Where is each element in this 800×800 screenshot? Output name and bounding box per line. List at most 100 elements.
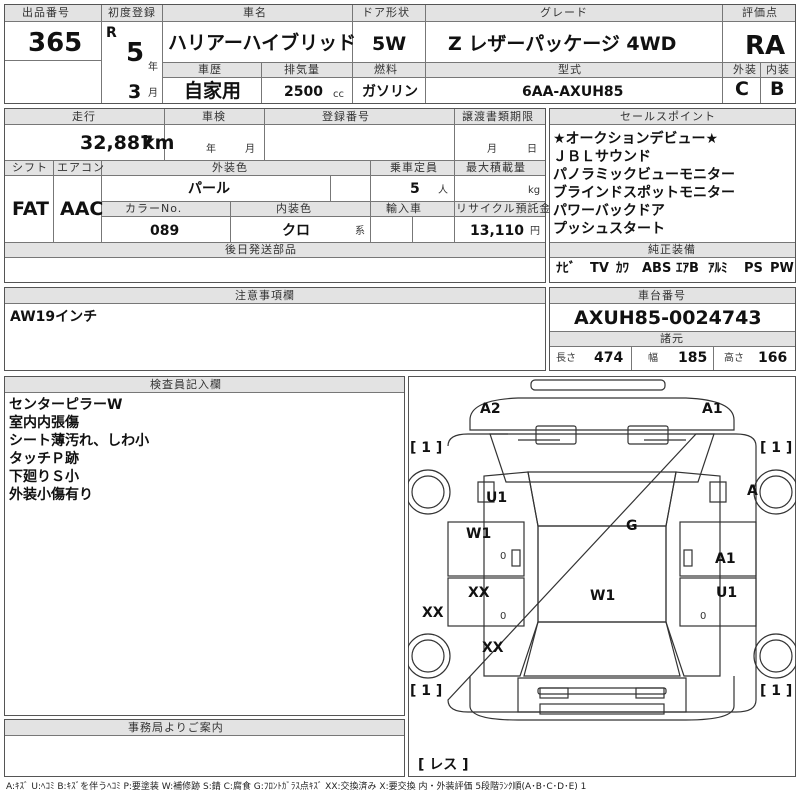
mark-a1-top: A1 [702,401,723,417]
fuel: ガソリン [362,84,418,100]
wheel-fl [408,469,451,515]
office-label: 事務局よりご案内 [128,721,224,734]
height: 166 [758,350,788,366]
equipment-item: ｴｱB [676,261,699,276]
exterior-score-label: 外装 [733,63,757,76]
history-label: 車歴 [198,63,222,76]
roof-strip [530,379,666,391]
exterior-score: C [735,78,749,100]
inspector-line: 室内内張傷 [9,415,79,431]
front-bumper [469,397,735,431]
mark-xx-low: XX [482,640,504,656]
grade-label: グレード [540,6,588,19]
mark-a-right: A [747,483,758,499]
right-front-door [679,521,757,577]
mark-xx-mid: XX [468,585,490,601]
left-front-door [447,521,525,577]
inspection-year-unit: 年 [206,144,216,155]
mileage-label: 走行 [72,110,96,123]
car-diagram [408,379,796,721]
equipment-item: PS [744,261,763,276]
interior-score: B [770,78,785,100]
car-name: ハリアーハイブリッド [168,32,357,54]
exterior-color-label: 外装色 [212,161,248,174]
first-reg-label: 初度登録 [108,6,156,19]
equipment-item: ｱﾙﾐ [708,261,728,276]
inspector-label: 検査員記入欄 [150,378,222,391]
equipment-item: TV [590,261,609,276]
shift: FAT [12,198,49,220]
max-load-unit: kg [528,185,541,196]
office-box [4,719,405,777]
first-reg-year-unit: 年 [148,62,158,73]
inspector-box [4,376,405,716]
equipment-label: 純正装備 [648,243,696,256]
notes-text: AW19インチ [10,309,98,325]
mark-xx-left: XX [422,605,444,621]
car-name-label: 車名 [243,6,267,19]
mark-les: [ レス ] [418,757,469,773]
displacement-label: 排気量 [284,63,320,76]
sales-point-item: プッシュスタート [553,221,665,237]
mark-left-rear-1: [ 1 ] [410,683,443,699]
wheel-fr [753,469,796,515]
history: 自家用 [184,80,242,102]
body-outline [447,433,757,713]
right-rear-door [679,577,757,627]
mark-zero-l1: 0 [500,551,507,562]
displacement: 2500 [284,84,323,100]
transfer-day-unit: 日 [527,144,537,155]
equipment-item: ABS [642,261,672,276]
shift-label: シフト [12,161,48,174]
first-reg-era: R [106,25,117,41]
transfer-month-unit: 月 [487,144,497,155]
fuel-label: 燃料 [374,63,398,76]
mark-w1-center: W1 [590,588,616,604]
first-reg-year: 5 [126,38,145,68]
mark-a1-right: A1 [715,551,736,567]
mark-zero-l2: 0 [500,611,507,622]
spec-block [4,108,546,283]
chassis-label: 車台番号 [638,289,686,302]
transfer-label: 譲渡書類期限 [462,110,534,123]
interior-color: クロ [282,223,310,239]
tailgate [517,677,687,713]
door-label: ドア形状 [362,6,410,19]
mark-g: G [626,518,638,534]
sales-points-box [549,108,796,283]
inspector-line: センターピラーW [9,397,123,413]
left-rear-door [447,577,525,627]
wheel-rr [753,633,796,679]
mark-w1-left: W1 [466,526,492,542]
mark-u1-right: U1 [716,585,738,601]
car-diagram-box [408,376,796,777]
rear-bumper [469,676,735,721]
header-block [4,4,796,104]
legend: A:ｷｽﾞ U:ﾍｺﾐ B:ｷｽﾞを伴うﾍｺﾐ P:要塗装 W:補修跡 S:錆 … [6,782,587,792]
inspection-month-unit: 月 [245,144,255,155]
model-label: 型式 [558,63,582,76]
capacity-label: 乗車定員 [390,161,438,174]
recycle: 13,110 [470,223,525,239]
equipment-item: ﾅﾋﾞ [556,261,576,276]
score-label: 評価点 [742,6,778,19]
wheel-rl [408,633,451,679]
overall-score: RA [745,31,786,61]
sales-point-item: ★オークションデビュー★ [553,131,719,147]
ac: AAC [60,198,104,220]
exterior-color: パール [188,181,230,197]
ac-label: エアコン [57,161,105,174]
length-label: 長さ [556,353,576,364]
mileage: 32,887 [80,132,154,154]
rear-window [523,621,681,677]
capacity-unit: 人 [438,185,448,196]
chassis-box [549,287,796,371]
score-sub-strip [723,62,795,77]
length: 474 [594,350,624,366]
inspector-line: 外装小傷有り [9,487,93,503]
mileage-unit: km [142,132,175,154]
lot-label: 出品番号 [22,6,70,19]
inspector-line: 下廻りＳ小 [9,469,79,485]
roof [537,525,667,623]
mark-right-front-1: [ 1 ] [760,440,793,456]
